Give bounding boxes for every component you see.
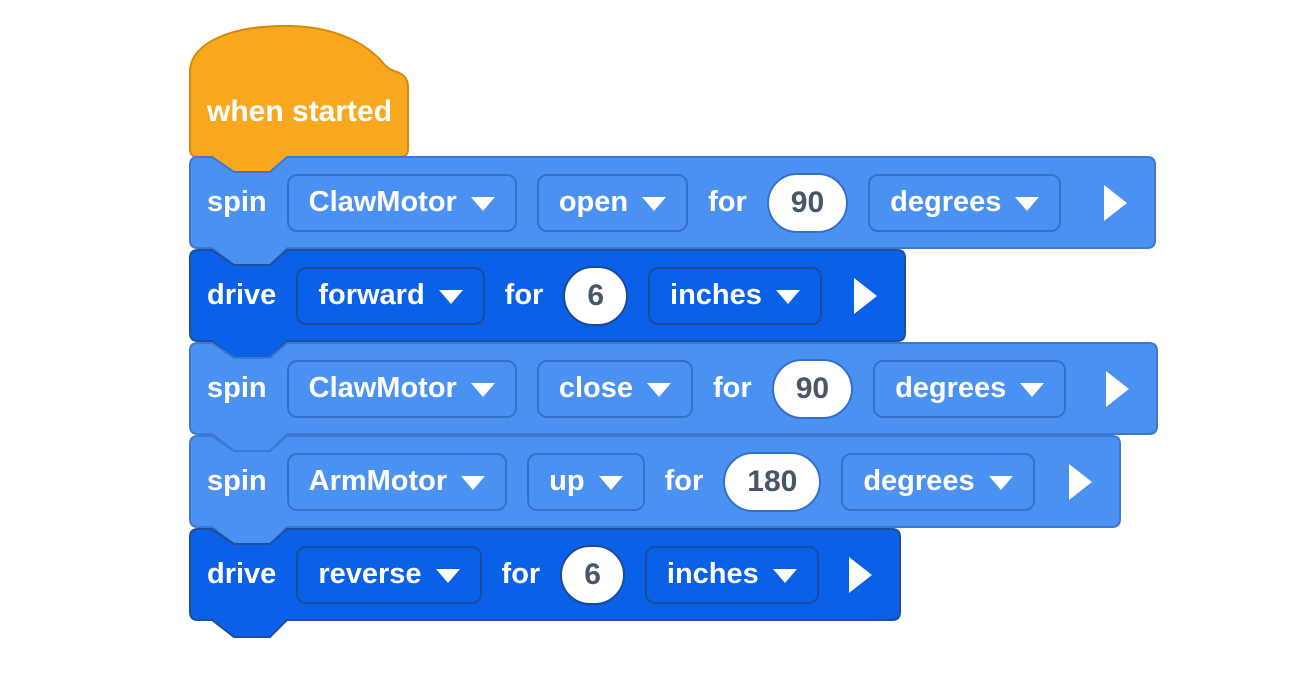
direction-dropdown-value: reverse	[318, 558, 422, 590]
caret-down-icon	[772, 569, 797, 583]
hat-block-shape	[189, 24, 409, 175]
hat-block-label: when started	[207, 95, 393, 128]
value-input[interactable]: 180	[723, 451, 822, 512]
block-label: drive	[207, 279, 277, 311]
unit-dropdown[interactable]: degrees	[868, 173, 1062, 232]
caret-down-icon	[461, 476, 486, 490]
value-input[interactable]: 90	[766, 172, 849, 233]
for-label: for	[713, 372, 752, 404]
block-label: spin	[207, 186, 267, 218]
unit-dropdown-value: degrees	[890, 186, 1002, 218]
motor-dropdown[interactable]: ArmMotor	[286, 452, 508, 511]
caret-down-icon	[470, 197, 495, 211]
value-input-text: 90	[795, 371, 830, 405]
caret-down-icon	[1015, 197, 1040, 211]
value-input[interactable]: 6	[563, 265, 629, 326]
caret-down-icon	[470, 383, 495, 397]
unit-dropdown-value: inches	[670, 279, 762, 311]
for-label: for	[501, 558, 541, 590]
unit-dropdown[interactable]: degrees	[873, 359, 1067, 418]
unit-dropdown[interactable]: inches	[648, 266, 822, 325]
unit-dropdown-value: degrees	[863, 465, 975, 497]
direction-dropdown[interactable]: forward	[296, 266, 485, 325]
for-label: for	[504, 279, 544, 311]
play-icon[interactable]	[854, 277, 877, 314]
direction-dropdown-value: open	[558, 186, 629, 218]
motor-dropdown-value: ClawMotor	[308, 186, 457, 218]
play-icon[interactable]	[1106, 370, 1129, 407]
caret-down-icon	[438, 290, 463, 304]
drive-block-reverse[interactable]: drive reverse for 6 inches	[189, 528, 901, 638]
block-label: spin	[207, 372, 267, 404]
drive-block-forward[interactable]: drive forward for 6 inches	[189, 249, 906, 359]
caret-down-icon	[775, 290, 800, 304]
play-icon[interactable]	[1104, 184, 1127, 221]
caret-down-icon	[598, 476, 623, 490]
spin-block-claw-close[interactable]: spin ClawMotor close for 90 degrees	[189, 342, 1158, 452]
direction-dropdown-value: close	[558, 372, 634, 404]
caret-down-icon	[435, 569, 460, 583]
block-label: drive	[207, 558, 277, 590]
value-input-text: 180	[747, 464, 798, 498]
direction-dropdown-value: forward	[318, 279, 425, 311]
value-input[interactable]: 90	[771, 358, 854, 419]
motor-dropdown-value: ArmMotor	[308, 465, 448, 497]
spin-block-shape	[189, 342, 1158, 452]
caret-down-icon	[647, 383, 672, 397]
play-icon[interactable]	[1069, 463, 1092, 500]
unit-dropdown[interactable]: degrees	[841, 452, 1035, 511]
spin-block-shape	[189, 435, 1121, 545]
value-input-text: 6	[587, 278, 605, 312]
unit-dropdown-value: inches	[666, 558, 759, 590]
for-label: for	[664, 465, 704, 497]
spin-block-arm-up[interactable]: spin ArmMotor up for 180 degrees	[189, 435, 1121, 545]
motor-dropdown-value: ClawMotor	[308, 372, 457, 404]
drive-block-shape	[189, 249, 906, 359]
direction-dropdown[interactable]: up	[527, 452, 645, 511]
caret-down-icon	[988, 476, 1013, 490]
spin-block-shape	[189, 156, 1156, 266]
motor-dropdown[interactable]: ClawMotor	[286, 359, 517, 418]
play-icon[interactable]	[849, 556, 872, 593]
unit-dropdown[interactable]: inches	[644, 545, 819, 604]
block-label: spin	[207, 465, 267, 497]
spin-block-claw-open[interactable]: spin ClawMotor open for 90 degrees	[189, 156, 1156, 266]
direction-dropdown[interactable]: open	[536, 173, 689, 232]
unit-dropdown-value: degrees	[895, 372, 1007, 404]
value-input-text: 6	[584, 557, 601, 591]
when-started-hat-block[interactable]: when started	[189, 24, 409, 175]
for-label: for	[708, 186, 747, 218]
drive-block-shape	[189, 528, 901, 638]
direction-dropdown[interactable]: reverse	[296, 545, 482, 604]
caret-down-icon	[642, 197, 667, 211]
value-input[interactable]: 6	[560, 544, 625, 605]
caret-down-icon	[1020, 383, 1045, 397]
direction-dropdown-value: up	[549, 465, 585, 497]
motor-dropdown[interactable]: ClawMotor	[286, 173, 517, 232]
direction-dropdown[interactable]: close	[536, 359, 694, 418]
value-input-text: 90	[790, 185, 825, 219]
